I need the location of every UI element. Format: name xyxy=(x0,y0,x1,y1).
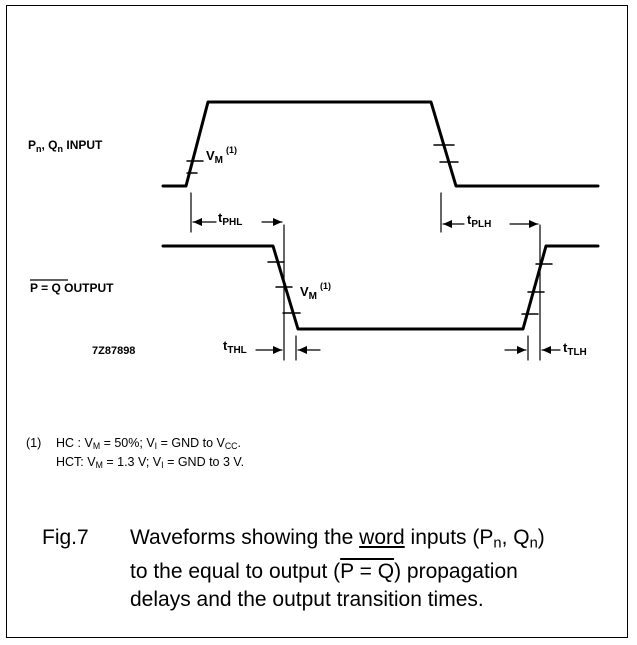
input-signal-label: Pn, Qn INPUT xyxy=(28,138,103,154)
tplh-label: tPLH xyxy=(467,212,491,230)
figure-frame xyxy=(6,5,628,638)
ttlh-label: tTLH xyxy=(563,340,587,358)
footnotes: (1) HC : VM = 50%; VI = GND to VCC. HCT:… xyxy=(26,435,244,473)
vm-label-input: VM(1) xyxy=(206,145,237,166)
footnote-line-1: HC : VM = 50%; VI = GND to VCC. xyxy=(56,436,241,452)
footnote-number: (1) xyxy=(26,436,42,450)
output-waveform xyxy=(161,244,600,331)
tphl-label: tPHL xyxy=(218,210,242,228)
input-waveform xyxy=(161,100,600,188)
caption-text: Waveforms showing the word inputs (Pn, Q… xyxy=(130,526,545,611)
footnote-line-2: HCT: VM = 1.3 V; VI = GND to 3 V. xyxy=(56,455,245,471)
vm-label-output: VM(1) xyxy=(300,281,331,302)
figure-number: Fig.7 xyxy=(42,526,89,549)
tthl-label: tTHL xyxy=(223,338,247,356)
diagram-code: 7Z87898 xyxy=(92,345,135,357)
output-signal-label: P = Q OUTPUT xyxy=(30,281,114,295)
